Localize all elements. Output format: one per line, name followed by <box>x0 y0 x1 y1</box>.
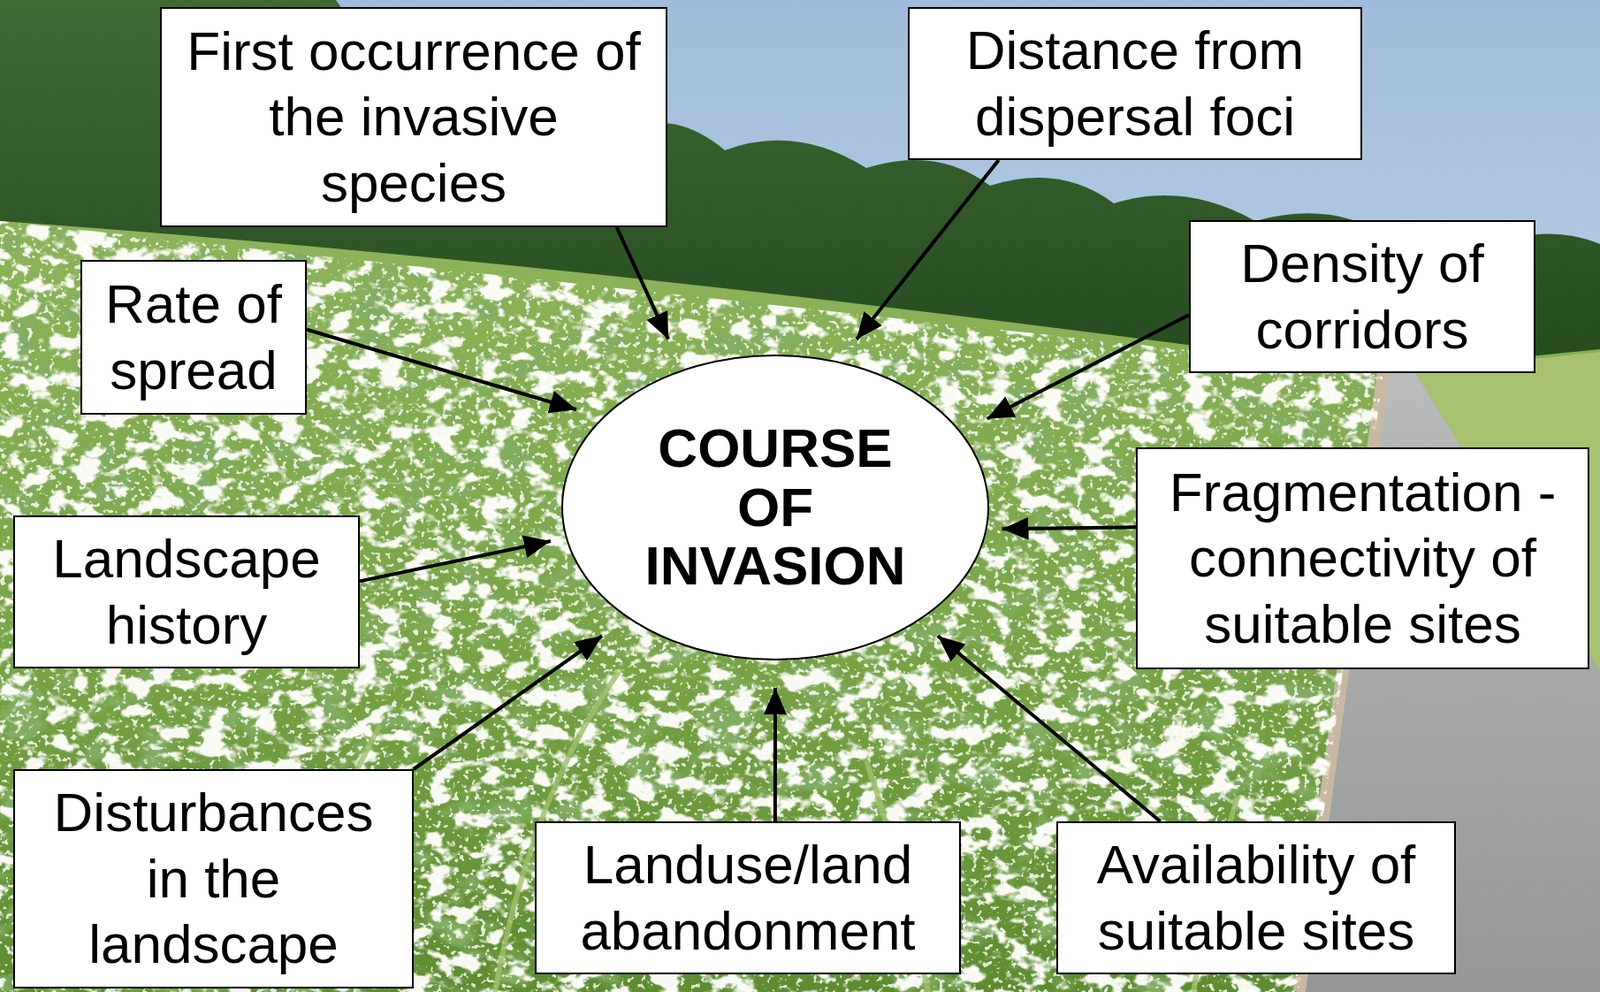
arrow-connector <box>359 540 551 581</box>
ellipse-shape <box>562 355 989 660</box>
factor-label: Landuse/land abandonment <box>554 831 942 964</box>
factor-box: Disturbances in the landscape <box>13 769 414 989</box>
factor-label: Availability of suitable sites <box>1075 831 1437 964</box>
factor-box: Density of corridors <box>1188 220 1536 374</box>
factor-label: Disturbances in the landscape <box>32 779 395 977</box>
arrow-connector <box>1002 526 1136 529</box>
central-label: COURSE OF INVASION <box>629 419 922 597</box>
factor-box: Rate of spread <box>80 259 307 415</box>
factor-box: Availability of suitable sites <box>1056 821 1456 975</box>
central-ellipse: COURSE OF INVASION <box>561 354 990 661</box>
factor-box: First occurrence of the invasive species <box>160 7 668 228</box>
factor-label: Rate of spread <box>92 271 295 404</box>
arrow-connector <box>413 635 602 770</box>
flower-dots <box>0 203 1600 992</box>
factor-label: First occurrence of the invasive species <box>172 18 656 216</box>
factor-box: Landuse/land abandonment <box>534 821 961 975</box>
arrow-connector <box>306 329 577 411</box>
arrow-connector <box>937 635 1161 822</box>
flower-heads <box>0 203 1600 992</box>
factor-box: Distance from dispersal foci <box>907 7 1363 160</box>
factor-label: Landscape history <box>32 525 341 658</box>
leaf-shadows <box>0 203 1600 992</box>
factor-box: Fragmentation - connectivity of suitable… <box>1135 447 1590 670</box>
arrow-connector <box>987 314 1189 419</box>
arrow-connector <box>617 227 669 340</box>
factor-label: Fragmentation - connectivity of suitable… <box>1155 459 1570 657</box>
arrow-connector <box>773 687 778 822</box>
factor-label: Density of corridors <box>1208 230 1517 363</box>
factor-box: Landscape history <box>13 515 360 669</box>
arrow-connector <box>856 160 999 340</box>
factor-label: Distance from dispersal foci <box>927 17 1343 150</box>
